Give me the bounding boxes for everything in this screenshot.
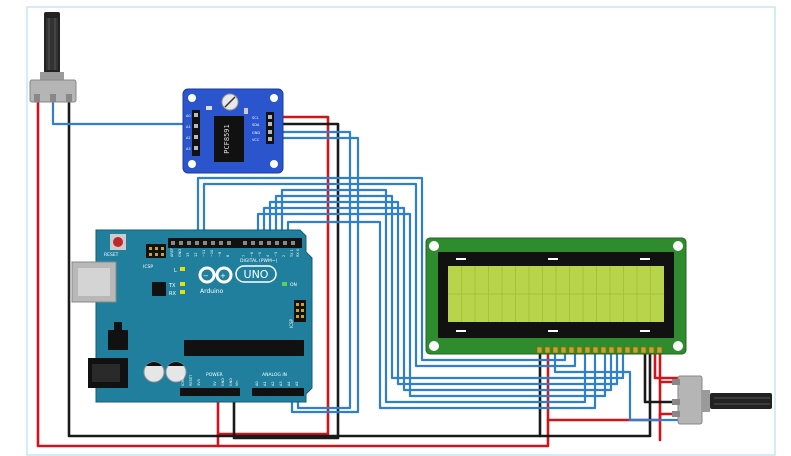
pin-reset: RESET <box>189 374 193 386</box>
pin-7: 7 <box>242 255 246 257</box>
pcf-pin-a3: A3 <box>186 147 191 151</box>
pin-vin: Vin <box>235 380 239 386</box>
pin-a5: A5 <box>295 381 299 386</box>
pin-5: ~5 <box>258 252 262 257</box>
pcf-pin-a0: A0 <box>186 114 191 118</box>
scl-wire <box>270 136 360 414</box>
lcd-rs-wire <box>196 176 567 362</box>
model-label: UNO <box>244 268 269 281</box>
ground-wires <box>67 98 680 440</box>
brand-label: Arduino <box>200 288 224 295</box>
pin-3: ~3 <box>274 252 278 257</box>
pot2-right-wire <box>658 412 680 442</box>
pin-a1: A1 <box>263 381 267 386</box>
pin-2: 2 <box>282 255 286 257</box>
analog-label: ANALOG IN <box>262 372 287 378</box>
pcf8591-module: PCF8591 A0 A1 A2 A3 SCL SDA GND VCC <box>182 88 284 174</box>
potentiometer-icon <box>672 375 772 425</box>
reset-label: RESET <box>104 252 119 258</box>
wires <box>36 98 680 448</box>
svg-text:+: + <box>220 272 226 280</box>
pin-12: 12 <box>194 253 198 257</box>
arduino-uno-board: RESET ICSP AREF GND 13 12 ~11 ~10 ~9 8 7… <box>71 229 313 403</box>
pin-a3: A3 <box>279 381 283 386</box>
led-l-label: L <box>174 268 177 274</box>
icsp-label: ICSP <box>143 264 153 270</box>
pcf-vcc-wire <box>216 115 330 436</box>
sda-wire <box>270 130 352 410</box>
pin-gnd-2: GND <box>229 378 233 386</box>
pcf-chip-label: PCF8591 <box>223 124 231 154</box>
pin-aref: AREF <box>170 248 174 257</box>
pin-6: ~6 <box>250 252 254 257</box>
pcf-pin-a2: A2 <box>186 136 191 140</box>
pin-gnd-1: GND <box>221 378 225 386</box>
diagram-frame <box>26 6 776 456</box>
pot1-vcc-wire <box>36 98 550 448</box>
power-wires <box>36 98 680 448</box>
svg-text:−: − <box>203 272 209 280</box>
lcd-backlight-wire <box>653 350 680 380</box>
lcd-16x2-module <box>425 237 687 355</box>
led-tx-label: TX <box>168 283 176 289</box>
on-label: ON <box>290 282 297 288</box>
digital-label: DIGITAL (PWM~) <box>240 258 278 264</box>
power-label: POWER <box>206 372 223 378</box>
pin-10: ~10 <box>210 250 214 257</box>
pcf-chip <box>214 116 244 162</box>
led-rx-label: RX <box>169 291 176 297</box>
pin-4: 4 <box>266 254 270 257</box>
pin-gnd-top: GND <box>178 249 182 257</box>
pcf-gnd-wire <box>232 122 340 440</box>
pin-1: TX 1 <box>290 249 294 258</box>
pin-3v3: 3V3 <box>197 379 201 386</box>
lcd-d7-wire <box>274 194 625 380</box>
pcf-pin-a1: A1 <box>186 125 191 129</box>
atmega-chip <box>184 340 304 356</box>
digital-header <box>168 238 302 248</box>
pcf-pin-vcc: VCC <box>252 138 260 142</box>
pin-ioref: IOREF <box>181 376 185 386</box>
pot1-wiper-wire <box>51 98 190 126</box>
pin-a0: A0 <box>255 381 259 386</box>
potentiometer-icon <box>29 12 77 103</box>
pcf-pin-gnd: GND <box>252 131 260 135</box>
infinity-logo-icon <box>198 266 233 284</box>
lcd-en-wire <box>202 182 577 368</box>
pot2-wiper-wire <box>553 350 680 422</box>
lcd-d-extra-1 <box>280 188 587 404</box>
pin-9: ~9 <box>218 252 222 257</box>
icsp2-label: ICSP <box>289 318 294 328</box>
pin-11: ~11 <box>202 250 206 257</box>
pin-5v: 5V <box>213 381 217 386</box>
pin-a4: A4 <box>287 381 291 386</box>
pcf-pin-scl: SCL <box>252 116 259 120</box>
pin-8: 8 <box>226 255 230 257</box>
lcd-d-extra-2 <box>286 220 597 410</box>
pcf-pin-sda: SDA <box>252 123 260 127</box>
lcd-d4-wire <box>256 212 607 398</box>
pin-0: RX 0 <box>296 249 300 257</box>
signal-wires <box>51 98 680 422</box>
pot1-gnd-wire <box>67 98 652 438</box>
pin-a2: A2 <box>271 381 275 386</box>
pin-13: 13 <box>186 253 190 257</box>
pot2-gnd-wire <box>643 350 680 404</box>
